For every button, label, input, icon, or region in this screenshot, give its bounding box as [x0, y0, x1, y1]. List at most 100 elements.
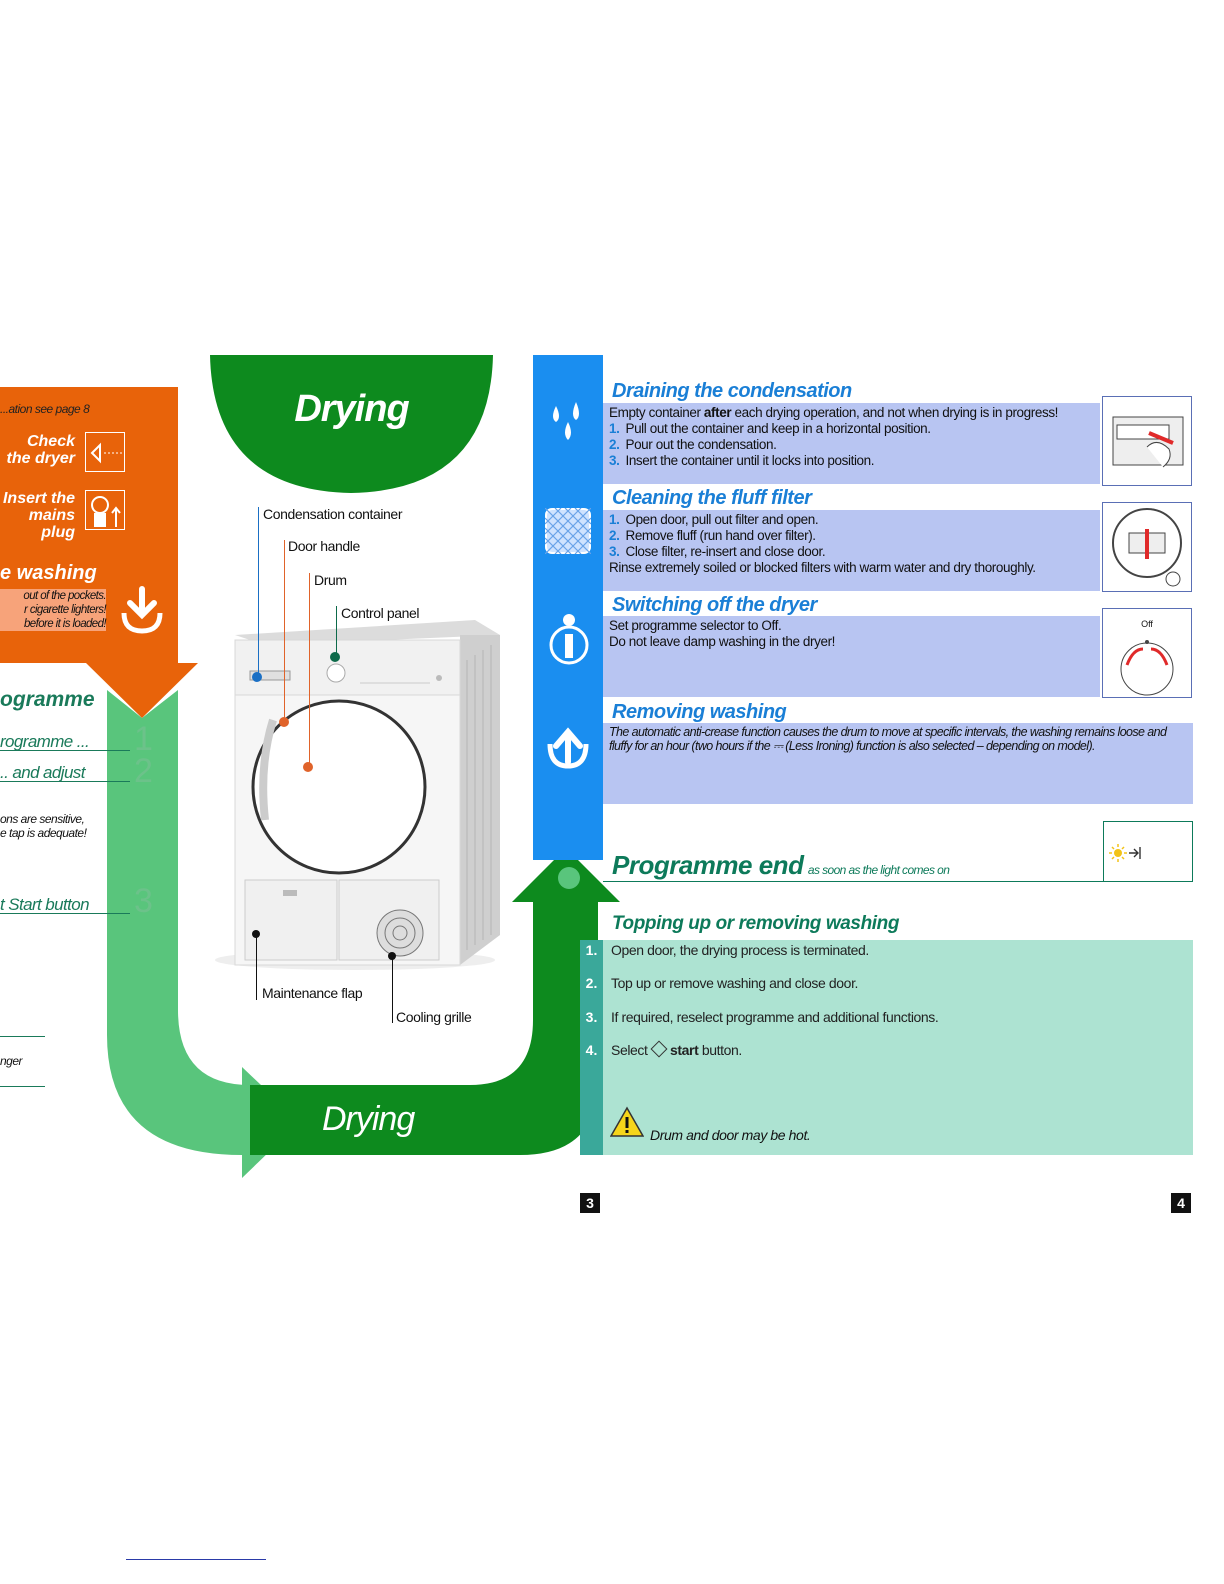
draining-intro-a: Empty container — [609, 405, 704, 420]
label-condensation-container: Condensation container — [263, 506, 403, 522]
programme-end-thumbnail — [1103, 821, 1193, 882]
leader-condensation — [258, 507, 259, 677]
step3-label: t Start button — [0, 895, 90, 914]
load-down-arrow-icon — [118, 585, 166, 640]
topping-num-2: 2. — [585, 975, 598, 991]
start-diamond-icon — [650, 1040, 668, 1058]
topping-step-text: Open door, the drying process is termina… — [611, 942, 869, 958]
leader-control-panel — [336, 606, 337, 657]
washing-line1: out of the pockets. — [23, 590, 106, 602]
warning-triangle-icon — [609, 1106, 645, 1143]
warning-text: Drum and door may be hot. — [650, 1127, 811, 1143]
washing-title: e washing — [0, 562, 97, 584]
drying-banner-title: Drying — [294, 388, 409, 430]
topping-step-2: Top up or remove washing and close door. — [603, 975, 1193, 991]
page-number-4: 4 — [1171, 1193, 1191, 1213]
left-note: ...ation see page 8 — [0, 402, 90, 416]
fluff-step-2: 2. Remove fluff (run hand over filter). — [609, 528, 1094, 544]
check-dryer-label: Check the dryer — [0, 433, 75, 467]
fluff-step-3: 3. Close filter, re-insert and close door… — [609, 544, 1094, 560]
dryer-illustration — [215, 620, 500, 970]
draining-step-3: 3.Insert the container until it locks in… — [609, 453, 1094, 469]
programme-end-heading: Programme end as soon as the light comes… — [612, 850, 950, 881]
topping-num-3: 3. — [585, 1009, 598, 1025]
step3-underline — [0, 913, 130, 914]
washing-line2: r cigarette lighters! — [24, 604, 107, 616]
step-num: 2. — [609, 528, 620, 543]
green-dot — [558, 867, 580, 889]
draining-step-1: 1.Pull out the container and keep in a h… — [609, 421, 1094, 437]
fluff-title: Cleaning the fluff filter — [612, 487, 812, 509]
label-drum: Drum — [314, 572, 347, 588]
draining-intro-c: each drying operation, and not when dryi… — [731, 405, 1059, 420]
drying-bottom-title: Drying — [322, 1100, 415, 1138]
fluff-extra: Rinse extremely soiled or blocked filter… — [609, 560, 1036, 575]
step2-underline — [0, 781, 130, 782]
info-icon — [546, 612, 592, 671]
label-control-panel: Control panel — [341, 605, 420, 621]
draining-step-2: 2. Pour out the condensation. — [609, 437, 1094, 453]
leader-cooling — [392, 957, 393, 1023]
label-cooling-grille: Cooling grille — [396, 1009, 472, 1025]
draining-title: Draining the condensation — [612, 380, 852, 402]
remove-up-arrow-icon — [544, 718, 592, 775]
fluff-body: 1.Open door, pull out filter and open. 2… — [603, 510, 1100, 591]
step-num: 2. — [609, 437, 620, 452]
washing-notes: out of the pockets. r cigarette lighters… — [0, 589, 107, 631]
off-label: Off — [1141, 619, 1153, 629]
step2-label: .. and adjust — [0, 763, 85, 782]
topping-step-1: Open door, the drying process is termina… — [603, 942, 1193, 958]
topping-step4-c: button. — [698, 1042, 742, 1058]
step-text: Pour out the condensation. — [625, 437, 777, 452]
washing-line3: before it is loaded! — [24, 618, 107, 630]
switching-title: Switching off the dryer — [612, 594, 817, 616]
draining-intro: Empty container after each drying operat… — [609, 405, 1094, 421]
leader-drum — [309, 573, 310, 767]
step1-number: 1 — [134, 720, 153, 758]
fluff-step-1: 1.Open door, pull out filter and open. — [609, 512, 1094, 528]
left-rule-top — [0, 1036, 45, 1037]
switching-thumbnail: Off — [1102, 608, 1192, 698]
left-rule-bottom — [0, 1086, 45, 1087]
step-text: Remove fluff (run hand over filter). — [625, 528, 816, 543]
step3-number: 3 — [134, 882, 153, 920]
topping-num-col — [580, 940, 603, 1155]
draining-intro-b: after — [703, 405, 732, 420]
topping-bg — [580, 940, 1193, 1155]
topping-num-1: 1. — [585, 942, 598, 958]
drying-banner-shape — [210, 355, 493, 493]
step-note-line2: e tap is adequate! — [0, 826, 87, 840]
plug-line2: mains plug — [28, 507, 75, 541]
switching-line1: Set programme selector to Off. — [609, 618, 782, 633]
programme-end-subtitle: as soon as the light comes on — [807, 863, 950, 877]
mains-plug-icon — [85, 490, 125, 530]
topping-title: Topping up or removing washing — [612, 913, 900, 934]
step-text: Open door, pull out filter and open. — [625, 512, 819, 527]
programme-title: ogramme — [0, 688, 95, 711]
switching-line2: Do not leave damp washing in the dryer! — [609, 634, 836, 649]
removing-title: Removing washing — [612, 701, 787, 723]
plug-line1: Insert the — [2, 490, 75, 507]
step-text: Close filter, re-insert and close door. — [625, 544, 826, 559]
topping-step-text: If required, reselect programme and addi… — [611, 1009, 939, 1025]
label-door-handle: Door handle — [288, 538, 360, 554]
label-maintenance-flap: Maintenance flap — [262, 985, 363, 1001]
insert-plug-label: Insert the mains plug — [0, 490, 75, 541]
switching-body: Set programme selector to Off. Do not le… — [603, 616, 1100, 697]
left-bottom-word: nger — [0, 1054, 23, 1068]
topping-step4-a: Select — [611, 1042, 651, 1058]
programme-end-rule — [603, 881, 1103, 882]
removing-body: The automatic anti-crease function cause… — [603, 723, 1193, 804]
fluff-thumbnail — [1102, 502, 1192, 592]
step2-number: 2 — [134, 752, 153, 790]
draining-body: Empty container after each drying operat… — [603, 403, 1100, 484]
removing-text: The automatic anti-crease function cause… — [609, 725, 1167, 753]
step1-label: rogramme ... — [0, 732, 90, 751]
light-green-arrow — [107, 690, 300, 1178]
page-number-3: 3 — [580, 1193, 600, 1213]
check-line1: Check — [26, 433, 75, 450]
check-dryer-icon — [85, 432, 125, 472]
step-note-line1: ons are sensitive, — [0, 812, 85, 826]
step-num: 3. — [609, 544, 620, 559]
